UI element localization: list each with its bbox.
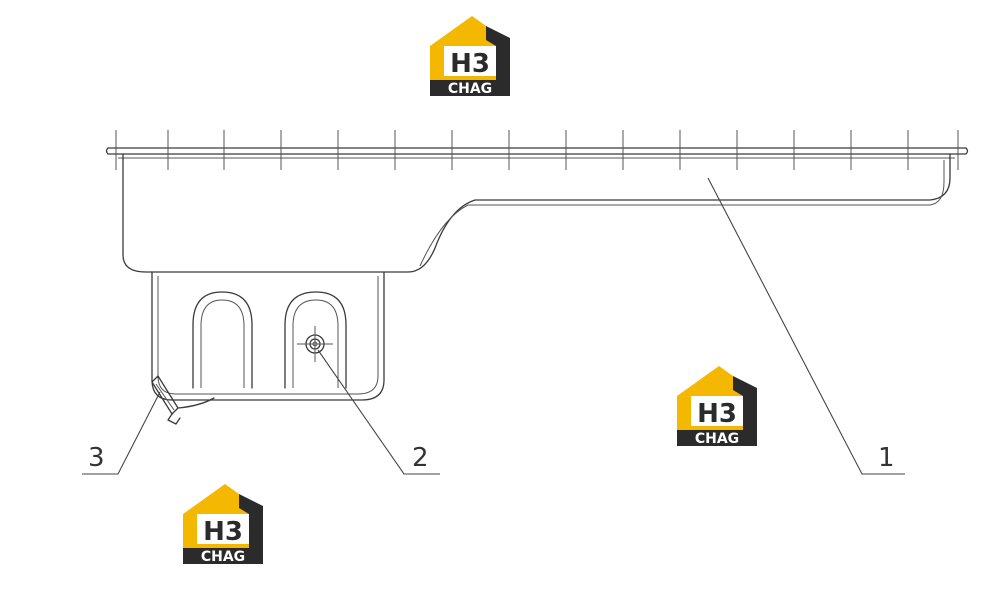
leader-line-3 [82,391,161,475]
leader-line-1 [707,177,905,475]
sump-arch-right [284,291,347,389]
logo-mark-text: H3 [203,517,243,547]
logo-brand-text: CHAG [448,81,492,97]
logo-mark-text: H3 [450,49,490,79]
callout-2: 2 [412,443,429,473]
flange-bolt-marks [115,130,959,170]
sump-inner [157,276,379,395]
sump-arch-left [192,291,253,389]
flange-top [105,147,969,155]
callout-3: 3 [88,443,105,473]
side-fitting [151,375,215,425]
brand-logo-top: H3 CHAG [430,16,510,97]
sump-arch-right-inner [292,299,339,388]
callout-1: 1 [878,443,895,473]
logo-mark-text: H3 [697,399,737,429]
sump-arch-left-inner [200,299,245,388]
leader-line-2 [317,349,440,475]
brand-logo-middle: H3 CHAG [677,366,757,447]
pan-body-outline [122,153,951,273]
oil-pan-drawing [105,130,969,425]
logo-brand-text: CHAG [695,431,739,447]
leader-lines [82,177,905,475]
brand-logo-bottom: H3 CHAG [183,484,263,565]
pan-body-inner [419,160,945,267]
sump-outline [151,271,385,401]
drain-plug [297,326,333,362]
logo-brand-text: CHAG [201,549,245,565]
